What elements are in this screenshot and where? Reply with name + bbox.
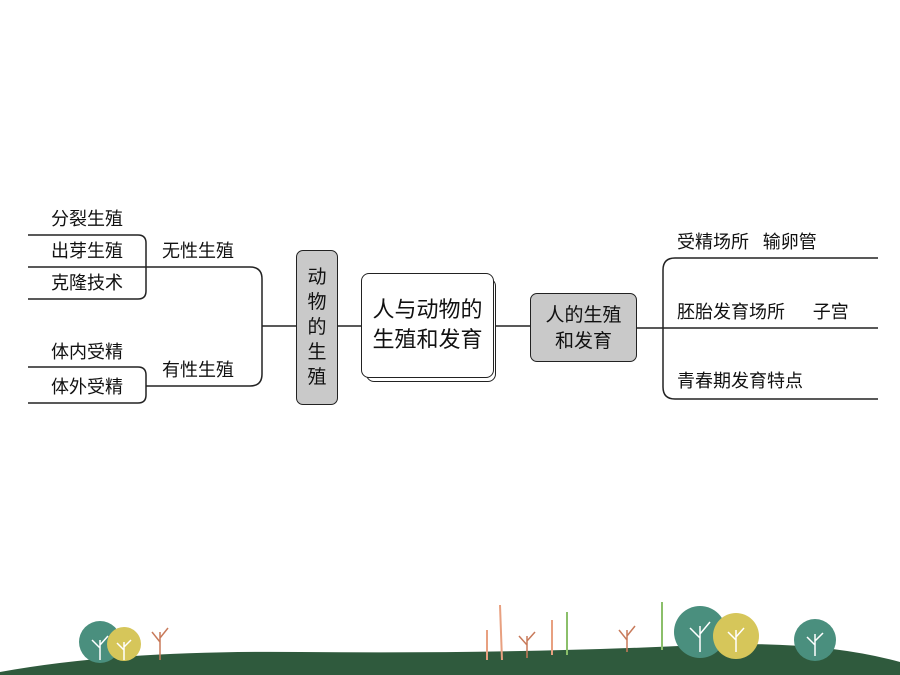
group-asexual: 无性生殖: [162, 241, 234, 262]
leaf-cloning: 克隆技术: [51, 273, 123, 294]
right-item-puberty: 青春期发育特点: [677, 371, 803, 393]
leaf-external-fertilization: 体外受精: [51, 377, 123, 398]
tree-branch: [806, 632, 824, 656]
tree-bare: [518, 631, 536, 658]
group-sexual: 有性生殖: [162, 360, 234, 381]
tree-branch: [689, 621, 711, 652]
leaf-fission: 分裂生殖: [51, 209, 123, 230]
ground-hill: [0, 644, 900, 675]
center-node: 人与动物的生殖和发育: [361, 273, 494, 378]
tree-branch: [91, 635, 109, 660]
tree-branch: [116, 639, 132, 660]
node-animal-reproduction: 动物的生殖: [296, 250, 338, 405]
right-item-label: 青春期发育特点: [677, 371, 803, 392]
tree-bare: [618, 625, 636, 652]
tree-bare: [151, 627, 169, 660]
right-item-label: 受精场所: [677, 232, 749, 253]
right-item-answer: 输卵管: [762, 232, 817, 253]
right-item-answer: 子宫: [812, 302, 849, 323]
leaf-budding: 出芽生殖: [51, 241, 123, 262]
plant-stalk: [499, 604, 503, 661]
right-item-embryo-site: 胚胎发育场所 子宫: [677, 302, 849, 324]
right-item-fertilization-site: 受精场所 输卵管: [677, 232, 817, 254]
node-human-reproduction: 人的生殖和发育: [530, 293, 637, 362]
right-item-label: 胚胎发育场所: [677, 302, 785, 323]
tree-branch: [727, 627, 745, 652]
leaf-internal-fertilization: 体内受精: [51, 342, 123, 363]
